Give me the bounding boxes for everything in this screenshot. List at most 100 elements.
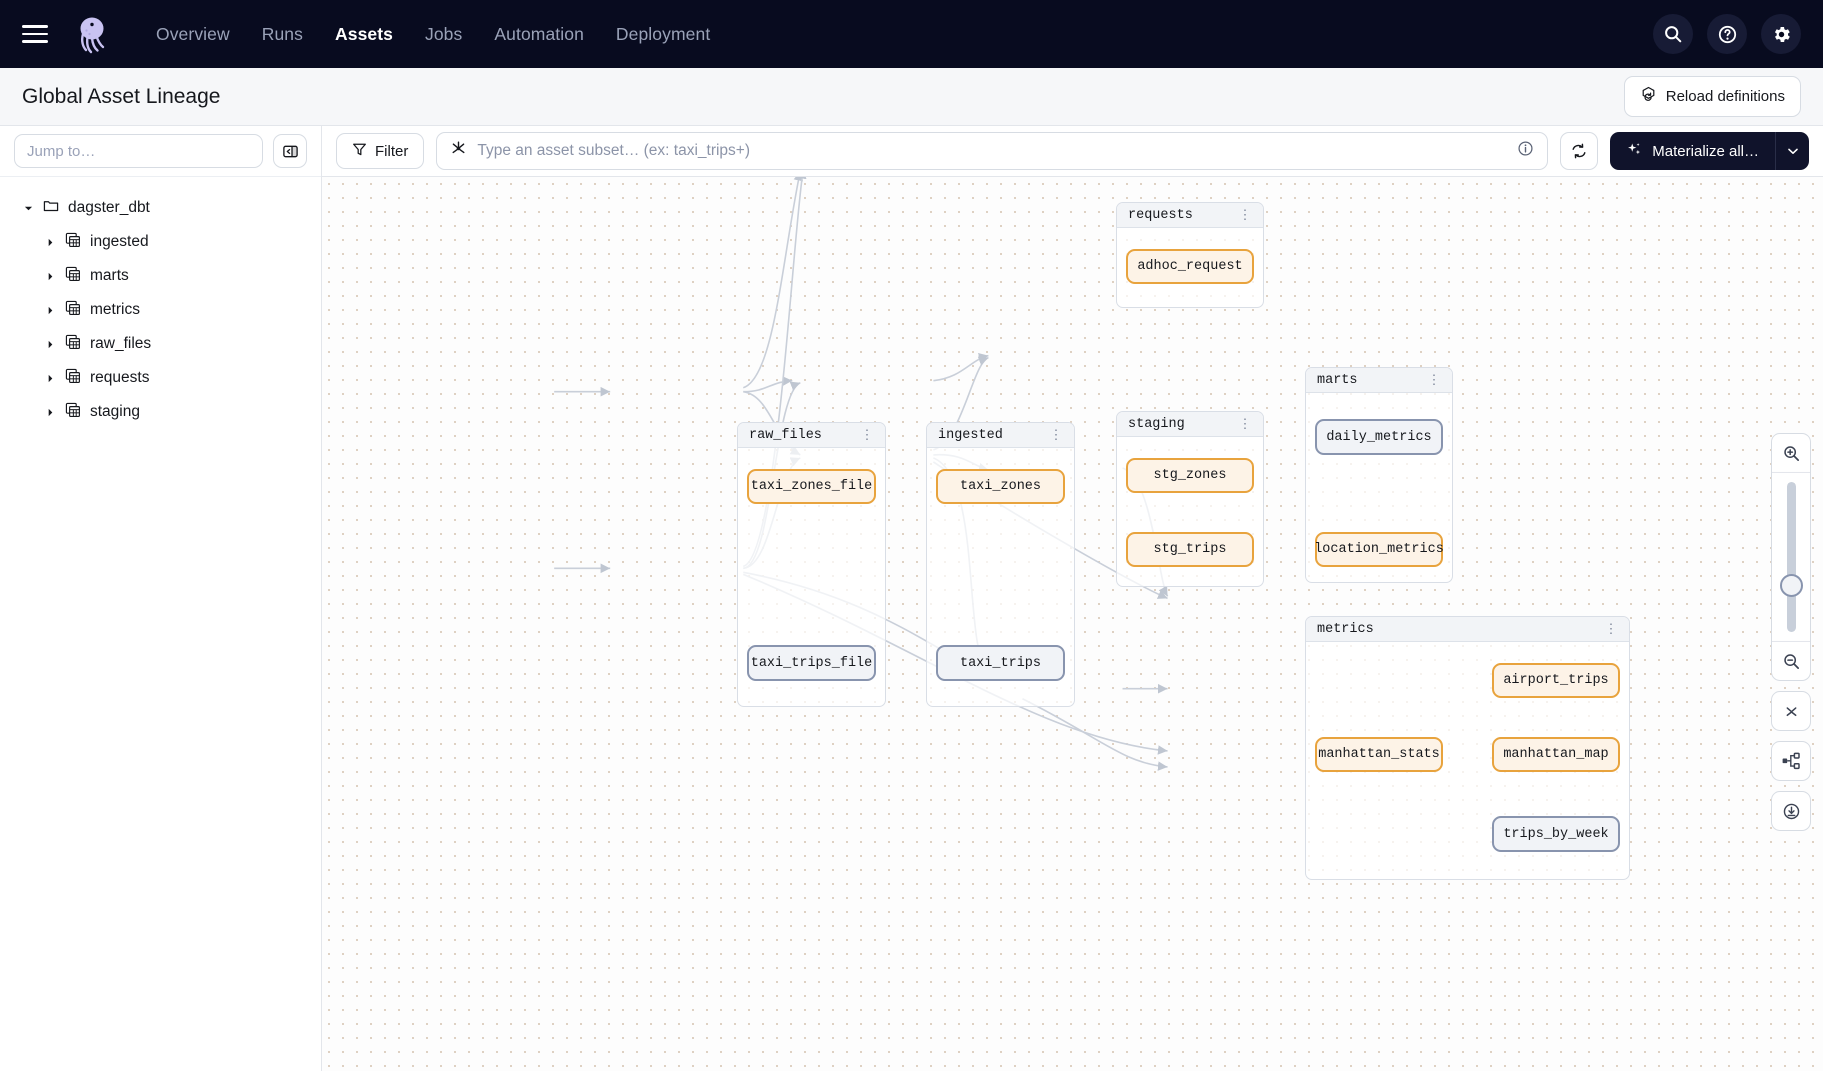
tree-item-label: requests bbox=[90, 369, 150, 386]
asset-group-icon bbox=[65, 368, 81, 389]
asset-node-taxi_zones[interactable]: taxi_zones bbox=[936, 469, 1065, 504]
asset-group-header[interactable]: marts ⋮ bbox=[1306, 368, 1452, 393]
group-menu-icon[interactable]: ⋮ bbox=[1604, 621, 1618, 637]
tree-item-requests[interactable]: requests bbox=[0, 361, 321, 395]
tree-item-label: ingested bbox=[90, 233, 149, 250]
asset-node-airport_trips[interactable]: airport_trips bbox=[1492, 663, 1620, 698]
asset-group-icon bbox=[65, 266, 81, 287]
asset-subset-input[interactable] bbox=[477, 142, 1508, 160]
hamburger-icon[interactable] bbox=[22, 17, 56, 51]
zoom-controls bbox=[1771, 432, 1811, 831]
jump-to-input[interactable] bbox=[14, 134, 263, 168]
caret-right-icon[interactable] bbox=[44, 340, 56, 349]
tree-item-metrics[interactable]: metrics bbox=[0, 293, 321, 327]
zoom-slider-group bbox=[1771, 432, 1811, 681]
asset-node-daily_metrics[interactable]: daily_metrics bbox=[1315, 419, 1443, 455]
lineage-pane: Filter bbox=[322, 126, 1823, 1071]
reload-definitions-button[interactable]: Reload definitions bbox=[1623, 76, 1801, 117]
asset-node-location_metrics[interactable]: location_metrics bbox=[1314, 532, 1444, 567]
info-icon[interactable] bbox=[1517, 140, 1534, 162]
sparkles-icon bbox=[1626, 141, 1643, 162]
materialize-all-group: Materialize all… bbox=[1610, 132, 1809, 170]
caret-right-icon[interactable] bbox=[44, 272, 56, 281]
tree-item-staging[interactable]: staging bbox=[0, 395, 321, 429]
asset-group-header[interactable]: requests ⋮ bbox=[1117, 203, 1263, 228]
asset-node-taxi_zones_file[interactable]: taxi_zones_file bbox=[747, 469, 876, 504]
collapse-all-icon[interactable] bbox=[1771, 690, 1811, 731]
lineage-toolbar: Filter bbox=[322, 126, 1823, 177]
asset-sidebar: dagster_dbt ingested bbox=[0, 126, 322, 1071]
asset-node-trips_by_week[interactable]: trips_by_week bbox=[1492, 816, 1620, 852]
asset-group-header[interactable]: staging ⋮ bbox=[1117, 412, 1263, 437]
asset-subset-field[interactable] bbox=[436, 132, 1549, 170]
asset-group-header[interactable]: metrics ⋮ bbox=[1306, 617, 1629, 642]
asset-node-manhattan_stats[interactable]: manhattan_stats bbox=[1315, 737, 1443, 772]
zoom-in-icon[interactable] bbox=[1772, 434, 1810, 472]
refresh-icon[interactable] bbox=[1560, 132, 1599, 170]
zoom-out-icon[interactable] bbox=[1772, 642, 1810, 680]
asset-group-name: metrics bbox=[1317, 621, 1374, 637]
dagster-logo[interactable] bbox=[70, 12, 114, 56]
page-header: Global Asset Lineage Reload definitions bbox=[0, 68, 1823, 126]
zoom-slider-thumb[interactable] bbox=[1779, 573, 1803, 597]
group-menu-icon[interactable]: ⋮ bbox=[1049, 427, 1063, 443]
asset-group-icon bbox=[65, 300, 81, 321]
filter-label: Filter bbox=[375, 142, 409, 160]
search-icon[interactable] bbox=[1653, 14, 1693, 54]
asset-group-icon bbox=[65, 402, 81, 423]
zoom-slider-track bbox=[1786, 481, 1796, 632]
help-icon[interactable] bbox=[1707, 14, 1747, 54]
asset-group-header[interactable]: ingested ⋮ bbox=[927, 423, 1074, 448]
asset-node-taxi_trips[interactable]: taxi_trips bbox=[936, 645, 1065, 681]
group-menu-icon[interactable]: ⋮ bbox=[1427, 372, 1441, 388]
asset-group-header[interactable]: raw_files ⋮ bbox=[738, 423, 885, 448]
group-menu-icon[interactable]: ⋮ bbox=[1238, 207, 1252, 223]
nav-link-runs[interactable]: Runs bbox=[261, 23, 303, 44]
asset-node-adhoc_request[interactable]: adhoc_request bbox=[1126, 249, 1254, 284]
tree-item-raw_files[interactable]: raw_files bbox=[0, 327, 321, 361]
group-menu-icon[interactable]: ⋮ bbox=[860, 427, 874, 443]
divider bbox=[1772, 471, 1810, 473]
reload-definitions-icon bbox=[1640, 86, 1657, 107]
tree-item-marts[interactable]: marts bbox=[0, 259, 321, 293]
asset-node-stg_zones[interactable]: stg_zones bbox=[1126, 458, 1254, 493]
asset-selection-icon bbox=[450, 140, 467, 162]
asset-group-name: marts bbox=[1317, 372, 1358, 388]
materialize-all-button[interactable]: Materialize all… bbox=[1610, 132, 1775, 170]
caret-right-icon[interactable] bbox=[44, 408, 56, 417]
nav-link-automation[interactable]: Automation bbox=[494, 23, 584, 44]
caret-right-icon[interactable] bbox=[44, 374, 56, 383]
lineage-canvas[interactable]: requests ⋮ marts ⋮ staging ⋮ bbox=[322, 177, 1823, 1071]
nav-links: Overview Runs Assets Jobs Automation Dep… bbox=[140, 16, 726, 53]
asset-node-stg_trips[interactable]: stg_trips bbox=[1126, 532, 1254, 567]
nav-link-jobs[interactable]: Jobs bbox=[425, 23, 463, 44]
top-navigation-bar: Overview Runs Assets Jobs Automation Dep… bbox=[0, 0, 1823, 68]
tree-item-dagster_dbt[interactable]: dagster_dbt bbox=[0, 191, 321, 225]
nav-link-assets[interactable]: Assets bbox=[335, 23, 393, 44]
divider bbox=[1772, 640, 1810, 642]
tree-item-label: staging bbox=[90, 403, 140, 420]
filter-button[interactable]: Filter bbox=[336, 133, 425, 169]
asset-group-name: ingested bbox=[938, 427, 1003, 443]
page-title: Global Asset Lineage bbox=[22, 84, 221, 108]
group-menu-icon[interactable]: ⋮ bbox=[1238, 416, 1252, 432]
collapse-panel-icon[interactable] bbox=[273, 134, 307, 168]
tree-item-label: marts bbox=[90, 267, 129, 284]
asset-node-taxi_trips_file[interactable]: taxi_trips_file bbox=[747, 645, 876, 681]
reload-definitions-label: Reload definitions bbox=[1665, 88, 1785, 105]
asset-group-icon bbox=[65, 232, 81, 253]
asset-node-manhattan_map[interactable]: manhattan_map bbox=[1492, 737, 1620, 772]
tree-item-ingested[interactable]: ingested bbox=[0, 225, 321, 259]
zoom-slider[interactable] bbox=[1772, 473, 1810, 641]
nav-link-deployment[interactable]: Deployment bbox=[615, 23, 711, 44]
caret-right-icon[interactable] bbox=[44, 238, 56, 247]
gear-icon[interactable] bbox=[1761, 14, 1801, 54]
chevron-down-icon[interactable] bbox=[1775, 132, 1809, 170]
nav-link-overview[interactable]: Overview bbox=[156, 23, 230, 44]
funnel-icon bbox=[352, 142, 367, 161]
graph-layout-icon[interactable] bbox=[1771, 740, 1811, 781]
caret-down-icon[interactable] bbox=[22, 204, 34, 213]
caret-right-icon[interactable] bbox=[44, 306, 56, 315]
tree-item-label: metrics bbox=[90, 301, 140, 318]
download-icon[interactable] bbox=[1771, 790, 1811, 831]
